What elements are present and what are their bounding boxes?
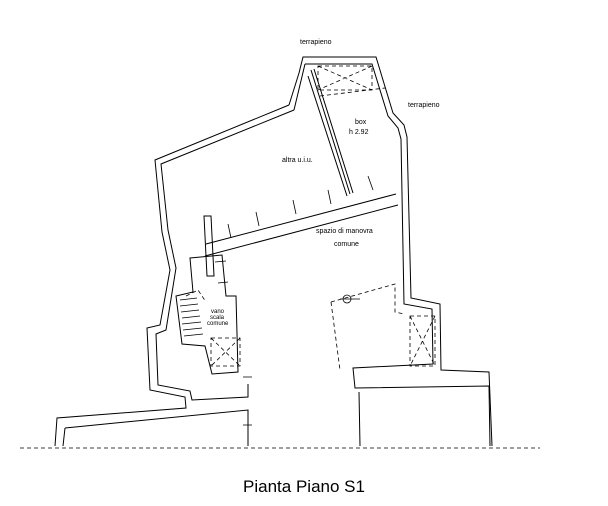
plan-caption: Pianta Piano S1 [243,477,365,496]
label-box-height: h 2.92 [349,129,369,136]
label-spazio-2: comune [334,241,359,248]
box-partition [307,68,354,197]
floor-plan: terrapieno terrapieno box h 2.92 altra u… [20,39,540,449]
label-vano-3: comune [207,321,229,327]
terrapieno-cross-right [409,315,436,367]
column-left [203,215,215,277]
pillars [227,175,374,239]
stair-dashed [185,289,207,303]
terrapieno-cross-top [317,65,373,91]
label-altra-uiu: altra u.i.u. [282,157,313,164]
stair-steps [179,297,204,337]
box-dashed [319,87,386,97]
maneuver-dashed [330,283,405,371]
label-terrapieno-top: terrapieno [300,39,332,46]
label-vano-1: vano [211,309,225,315]
label-terrapieno-right: terrapieno [408,102,440,109]
maneuver-wall [204,193,399,257]
small-ticks [214,260,252,426]
inner-wall [62,63,491,447]
label-box: box [355,119,367,126]
vano-cross [210,337,241,367]
outer-wall [54,56,493,447]
label-vano-2: scala [210,315,225,321]
label-spazio-1: spazio di manovra [316,228,373,235]
